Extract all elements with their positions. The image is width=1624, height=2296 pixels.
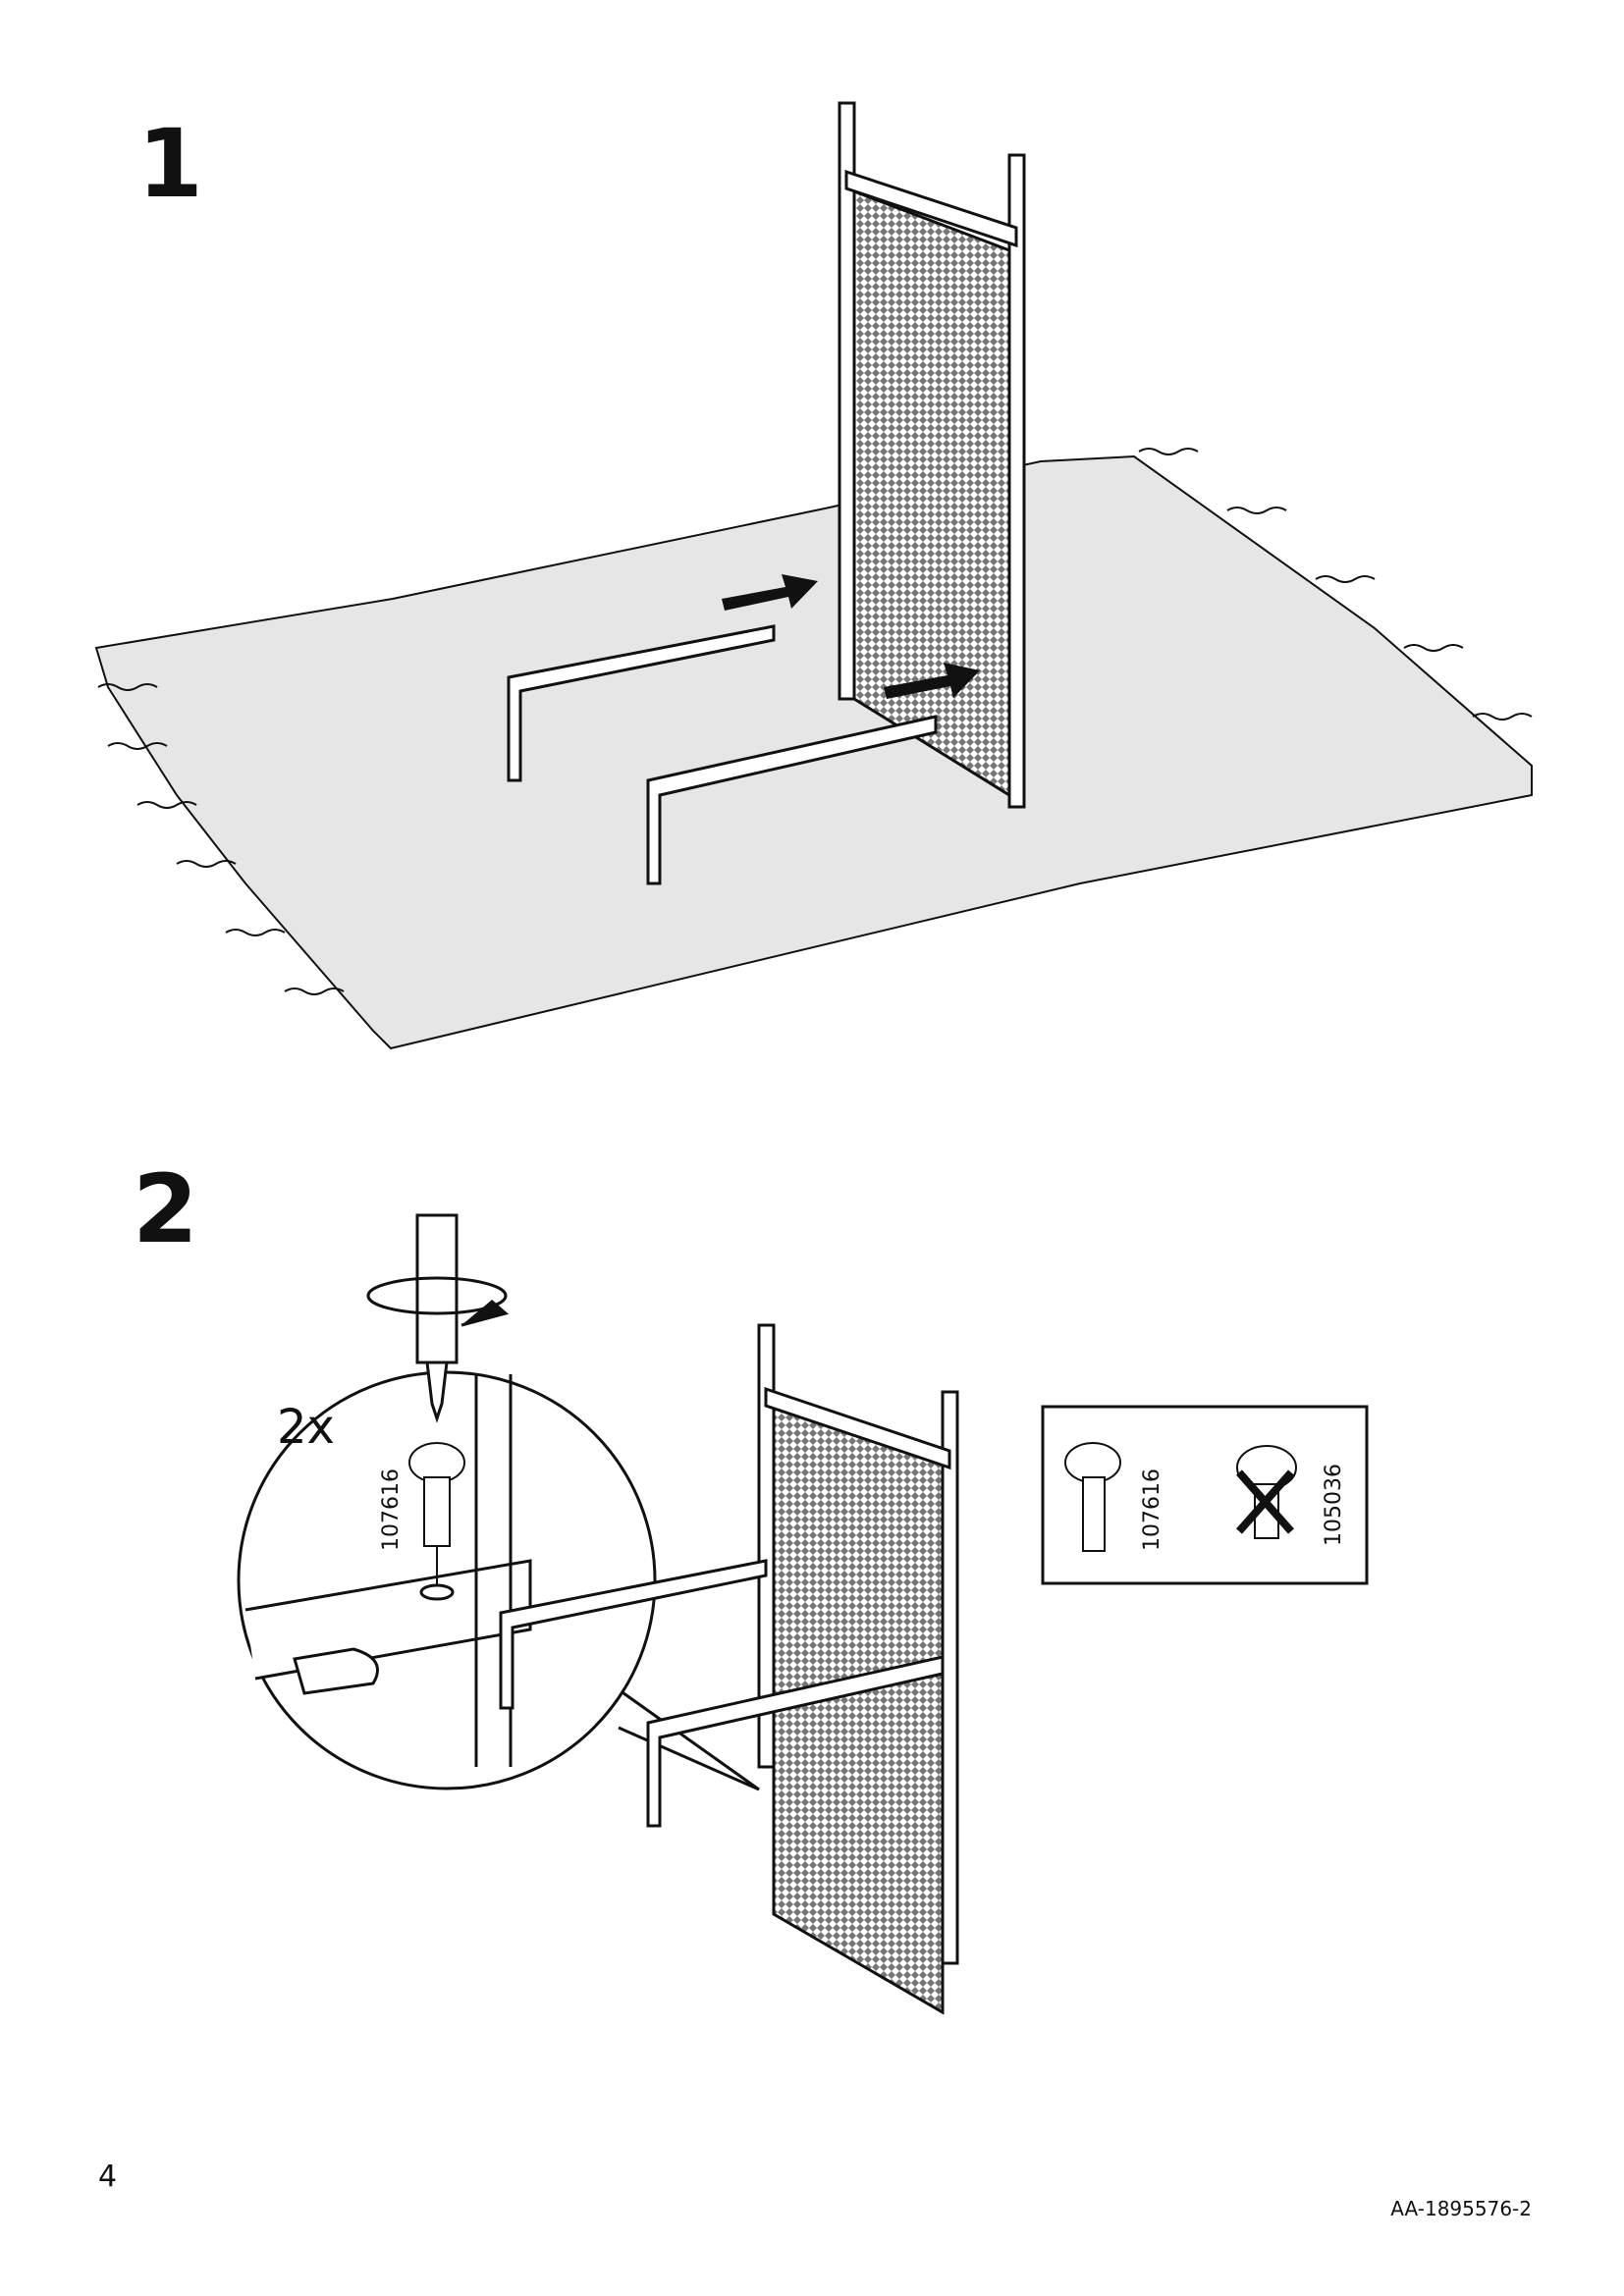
step-1-panel — [838, 101, 1026, 809]
step-2-panel — [757, 1323, 959, 2015]
detail-magnifier — [237, 1370, 760, 1791]
screwdriver-icon — [366, 1213, 510, 1423]
step-2-number: 2 — [133, 1154, 198, 1264]
wrong-screw-icon — [1236, 1445, 1297, 1539]
page-number: 4 — [98, 2160, 118, 2194]
step-1-legs — [507, 624, 938, 885]
quantity-label: 2x — [277, 1400, 335, 1455]
document-code: AA-1895576-2 — [1390, 2197, 1532, 2220]
screw-comparison-box: 107616 105036 — [1041, 1405, 1369, 1585]
push-arrow-icon — [722, 574, 980, 699]
step-1-number: 1 — [137, 109, 203, 219]
step-2-legs — [499, 1559, 945, 1828]
wrong-screw-id: 105036 — [1322, 1464, 1346, 1546]
screw-icon — [408, 1442, 465, 1585]
screw-id-label: 107616 — [379, 1468, 404, 1551]
correct-screw-icon — [1064, 1442, 1121, 1552]
correct-screw-id: 107616 — [1140, 1468, 1164, 1551]
